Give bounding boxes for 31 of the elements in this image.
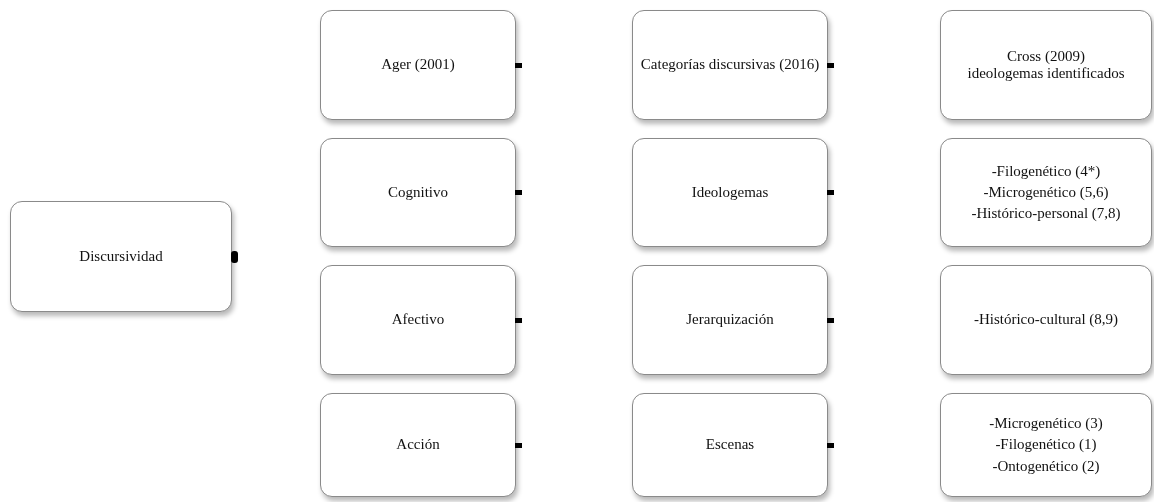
rounded-box <box>632 138 828 247</box>
box-text: Acción <box>396 436 440 454</box>
box-text: Categorías discursivas (2016) <box>640 56 820 74</box>
box-text: Discursividad <box>79 247 163 266</box>
box-text: ideologemas identificados <box>967 65 1125 83</box>
rounded-box <box>940 138 1152 247</box>
box-text: Jerarquización <box>686 311 774 329</box>
rounded-box <box>320 138 516 247</box>
box-text: -Histórico-personal (7,8) <box>971 205 1121 223</box>
box-text: -Microgenético (3) <box>989 415 1103 433</box>
box-text: Cross (2009) <box>1007 47 1085 65</box>
rounded-box <box>632 265 828 375</box>
box-text: -Histórico-cultural (8,9) <box>973 311 1119 329</box>
rounded-box <box>940 393 1152 497</box>
rounded-box <box>320 393 516 497</box>
box-text: Ideologemas <box>691 183 769 202</box>
rounded-box <box>320 10 516 120</box>
box-text: -Ontogenético (2) <box>992 457 1100 475</box>
rounded-box <box>940 265 1152 375</box>
rounded-box <box>632 393 828 497</box>
box-text: Afectivo <box>391 311 445 329</box>
rounded-box <box>940 10 1152 120</box>
rounded-box <box>10 201 232 312</box>
box-text: -Filogenético (1) <box>995 436 1097 454</box>
box-text: Cognitivo <box>388 183 448 202</box>
box-text: Ager (2001) <box>381 56 455 74</box>
rounded-box <box>632 10 828 120</box>
box-text: Escenas <box>705 436 755 454</box>
rounded-box <box>320 265 516 375</box>
box-text: -Microgenético (5,6) <box>983 183 1109 202</box>
box-text: -Filogenético (4*) <box>991 162 1101 180</box>
